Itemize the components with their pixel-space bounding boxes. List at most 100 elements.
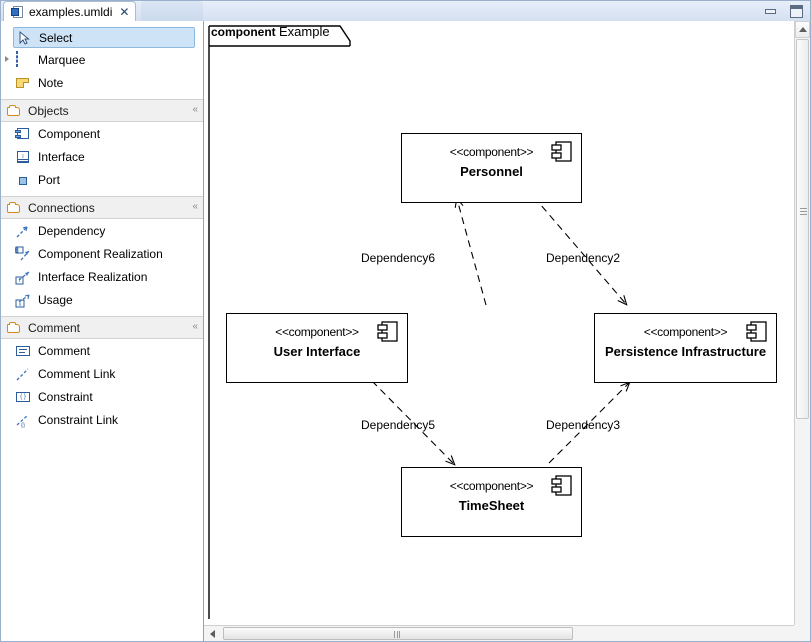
collapse-icon[interactable]: « <box>192 321 197 332</box>
palette-tool-label: Note <box>38 75 64 90</box>
palette-tool-label: Marquee <box>38 52 86 67</box>
vertical-scrollbar[interactable] <box>794 21 810 625</box>
palette-item-port[interactable]: Port <box>1 168 203 191</box>
comment-icon <box>15 343 31 359</box>
constraint-link-icon: {} <box>15 412 31 428</box>
svg-text:{}: {} <box>21 423 25 428</box>
palette-item-interface-realization[interactable]: I Interface Realization <box>1 265 203 288</box>
collapse-icon[interactable]: « <box>192 104 197 115</box>
edge-label-dependency5[interactable]: Dependency5 <box>361 418 436 432</box>
horizontal-scrollbar-thumb[interactable] <box>223 627 573 640</box>
frame-name: Example <box>279 24 330 39</box>
component-realization-icon <box>15 246 31 262</box>
dependency-arrow-icon <box>15 223 31 239</box>
scroll-up-button[interactable] <box>795 21 810 38</box>
edge-label-dependency6[interactable]: Dependency6 <box>361 251 436 265</box>
section-title: Connections <box>28 200 95 215</box>
dependency-edges <box>371 196 631 466</box>
palette-item-label: Port <box>38 172 61 187</box>
palette-item-comment-link[interactable]: Comment Link <box>1 362 203 385</box>
scrollbar-grip <box>800 208 807 215</box>
canvas-area: component Example <box>204 21 810 641</box>
edge-label-dependency2[interactable]: Dependency2 <box>546 251 621 265</box>
component-icon <box>551 475 573 497</box>
component-name: Persistence Infrastructure <box>604 344 767 359</box>
cursor-icon <box>16 30 32 46</box>
palette-section-connections[interactable]: Connections « <box>1 196 203 219</box>
title-bar <box>1 1 810 21</box>
vertical-scrollbar-thumb[interactable] <box>796 39 809 419</box>
palette: Select Marquee Note Objects « <box>1 21 204 641</box>
maximize-button[interactable] <box>789 5 804 18</box>
tab-label: examples.umldi <box>29 5 113 19</box>
component-node-persistence-infrastructure[interactable]: <<component>> Persistence Infrastructure <box>594 313 777 383</box>
constraint-icon: { } <box>15 389 31 405</box>
document-icon <box>11 5 24 19</box>
palette-item-label: Component Realization <box>38 246 163 261</box>
component-name: TimeSheet <box>458 498 525 513</box>
frame-label: component Example <box>211 24 330 39</box>
component-icon <box>15 126 31 142</box>
minimize-button[interactable] <box>764 5 779 18</box>
section-title: Comment <box>28 320 81 335</box>
palette-section-comment[interactable]: Comment « <box>1 316 203 339</box>
component-icon <box>377 321 399 343</box>
section-title: Objects <box>28 103 69 118</box>
horizontal-scrollbar[interactable] <box>204 625 810 641</box>
palette-item-constraint[interactable]: { } Constraint <box>1 385 203 408</box>
palette-item-label: Interface <box>38 149 85 164</box>
palette-item-constraint-link[interactable]: {} Constraint Link <box>1 408 203 431</box>
component-node-timesheet[interactable]: <<component>> TimeSheet <box>401 467 582 537</box>
diagram-frame <box>208 25 351 619</box>
component-node-personnel[interactable]: <<component>> Personnel <box>401 133 582 203</box>
palette-item-label: Constraint <box>38 389 93 404</box>
palette-tool-label: Select <box>39 30 73 45</box>
frame-kind: component <box>211 25 276 39</box>
stereotype-label: <<component>> <box>449 145 534 159</box>
palette-item-label: Dependency <box>38 223 106 238</box>
palette-tool-select[interactable]: Select <box>13 27 195 48</box>
edge-label-dependency3[interactable]: Dependency3 <box>546 418 621 432</box>
collapse-icon[interactable]: « <box>192 201 197 212</box>
palette-tool-note[interactable]: Note <box>1 71 203 94</box>
palette-item-label: Usage <box>38 292 73 307</box>
close-icon[interactable]: ✕ <box>119 5 130 19</box>
note-icon <box>15 75 31 91</box>
component-name: User Interface <box>273 344 361 359</box>
palette-tool-marquee[interactable]: Marquee <box>1 48 203 71</box>
stereotype-label: <<component>> <box>643 325 728 339</box>
palette-item-comment[interactable]: Comment <box>1 339 203 362</box>
palette-item-label: Constraint Link <box>38 412 119 427</box>
folder-icon <box>7 201 22 214</box>
editor-body: Select Marquee Note Objects « <box>1 21 810 641</box>
scroll-left-button[interactable] <box>204 626 221 641</box>
palette-item-component[interactable]: Component <box>1 122 203 145</box>
component-icon <box>746 321 768 343</box>
component-node-user-interface[interactable]: <<component>> User Interface <box>226 313 408 383</box>
folder-icon <box>7 104 22 117</box>
window-controls <box>764 5 804 18</box>
tab-strip-background <box>141 1 203 22</box>
stereotype-label: <<component>> <box>449 479 534 493</box>
palette-item-usage[interactable]: u Usage <box>1 288 203 311</box>
palette-item-label: Comment <box>38 343 91 358</box>
palette-item-dependency[interactable]: Dependency <box>1 219 203 242</box>
palette-item-interface[interactable]: I Interface <box>1 145 203 168</box>
tab-examples-umldi[interactable]: examples.umldi ✕ <box>3 1 137 22</box>
marquee-icon <box>15 50 31 68</box>
palette-section-objects[interactable]: Objects « <box>1 99 203 122</box>
triangle-left-icon <box>210 629 215 638</box>
comment-link-icon <box>15 366 31 382</box>
stereotype-label: <<component>> <box>275 325 359 339</box>
palette-item-label: Interface Realization <box>38 269 148 284</box>
interface-icon: I <box>15 149 31 165</box>
palette-item-label: Component <box>38 126 101 141</box>
usage-icon: u <box>15 292 31 308</box>
diagram-canvas[interactable]: component Example <box>204 21 794 625</box>
component-icon <box>551 141 573 163</box>
editor-tab-strip: examples.umldi ✕ <box>1 1 203 22</box>
palette-item-component-realization[interactable]: Component Realization <box>1 242 203 265</box>
folder-icon <box>7 321 22 334</box>
interface-realization-icon: I <box>15 269 31 285</box>
